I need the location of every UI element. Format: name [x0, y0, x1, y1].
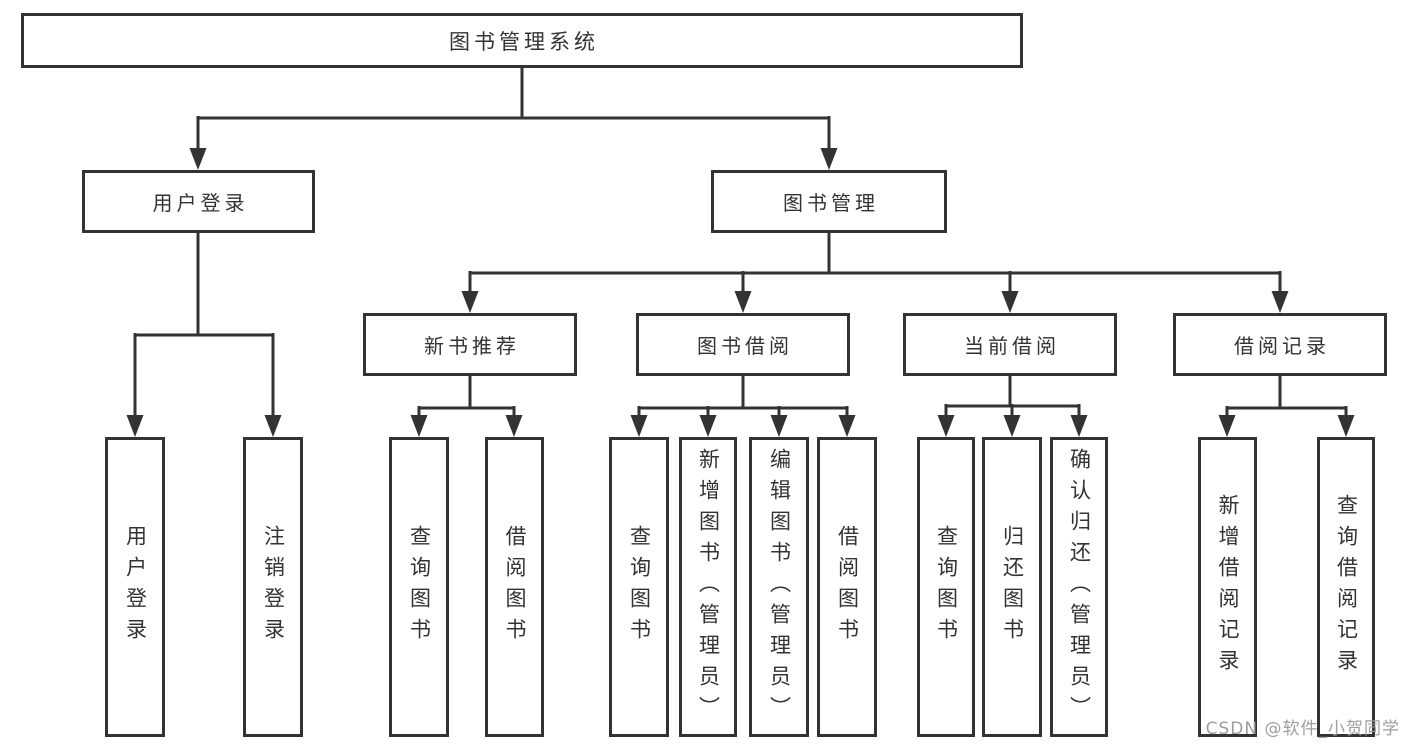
- leaf-logout-label: 注销登录: [261, 525, 286, 649]
- node-current-borrow-label: 当前借阅: [964, 334, 1060, 358]
- leaf-cb-confirm-return-admin-label: 确认归还（管理员）: [1067, 447, 1092, 727]
- node-user-login: 用户登录: [82, 170, 315, 233]
- arrowhead: [1001, 291, 1019, 313]
- arrowhead: [838, 415, 856, 437]
- leaf-user-login: 用户登录: [105, 437, 165, 737]
- leaf-nb-borrow-book-label: 借阅图书: [503, 525, 527, 649]
- leaf-br-query-record-label: 查询借阅记录: [1334, 494, 1359, 680]
- leaf-bb-edit-book-admin-label: 编辑图书（管理员）: [767, 447, 792, 727]
- leaf-br-add-record: 新增借阅记录: [1198, 437, 1257, 737]
- arrowhead: [820, 148, 838, 170]
- arrowhead: [126, 415, 144, 437]
- leaf-bb-add-book-admin-label: 新增图书（管理员）: [696, 447, 721, 727]
- arrowhead: [1337, 415, 1355, 437]
- leaf-bb-query-book: 查询图书: [609, 437, 669, 737]
- leaf-cb-query-book-label: 查询图书: [934, 525, 959, 649]
- arrowhead: [461, 291, 479, 313]
- node-book-borrow: 图书借阅: [636, 313, 850, 376]
- leaf-bb-edit-book-admin: 编辑图书（管理员）: [749, 437, 809, 737]
- leaf-logout: 注销登录: [243, 437, 303, 737]
- leaf-cb-return-book: 归还图书: [982, 437, 1042, 737]
- node-book-management-label: 图书管理: [783, 191, 879, 215]
- node-root: 图书管理系统: [21, 13, 1023, 68]
- leaf-br-add-record-label: 新增借阅记录: [1216, 494, 1240, 680]
- node-borrow-records: 借阅记录: [1173, 313, 1387, 376]
- leaf-nb-query-book-label: 查询图书: [407, 525, 432, 649]
- node-user-login-label: 用户登录: [152, 191, 249, 215]
- leaf-bb-add-book-admin: 新增图书（管理员）: [679, 437, 737, 737]
- arrowhead: [770, 415, 788, 437]
- node-new-book-recommend-label: 新书推荐: [424, 334, 520, 358]
- arrowhead: [410, 415, 428, 437]
- arrowhead: [1271, 291, 1289, 313]
- leaf-user-login-label: 用户登录: [123, 525, 148, 649]
- leaf-bb-borrow-book-label: 借阅图书: [835, 525, 860, 649]
- node-root-label: 图书管理系统: [449, 29, 599, 54]
- arrowhead: [1003, 415, 1021, 437]
- arrowhead: [699, 415, 717, 437]
- node-book-borrow-label: 图书借阅: [697, 334, 793, 358]
- node-new-book-recommend: 新书推荐: [363, 313, 577, 376]
- arrowhead: [630, 415, 648, 437]
- arrowhead: [937, 415, 955, 437]
- arrowhead: [734, 291, 752, 313]
- arrowhead: [189, 148, 207, 170]
- leaf-bb-borrow-book: 借阅图书: [817, 437, 877, 737]
- leaf-cb-confirm-return-admin: 确认归还（管理员）: [1050, 437, 1108, 737]
- leaf-br-query-record: 查询借阅记录: [1317, 437, 1375, 737]
- leaf-cb-return-book-label: 归还图书: [1000, 525, 1025, 649]
- arrowhead: [264, 415, 282, 437]
- node-borrow-records-label: 借阅记录: [1234, 334, 1330, 358]
- arrowhead: [505, 415, 523, 437]
- arrowhead: [1218, 415, 1236, 437]
- leaf-nb-borrow-book: 借阅图书: [485, 437, 544, 737]
- arrowhead: [1070, 415, 1088, 437]
- leaf-nb-query-book: 查询图书: [389, 437, 449, 737]
- csdn-watermark: CSDN @软件_小贺同学: [1205, 719, 1400, 739]
- node-book-management: 图书管理: [711, 170, 947, 233]
- leaf-cb-query-book: 查询图书: [917, 437, 975, 737]
- node-current-borrow: 当前借阅: [903, 313, 1117, 376]
- leaf-bb-query-book-label: 查询图书: [627, 525, 652, 649]
